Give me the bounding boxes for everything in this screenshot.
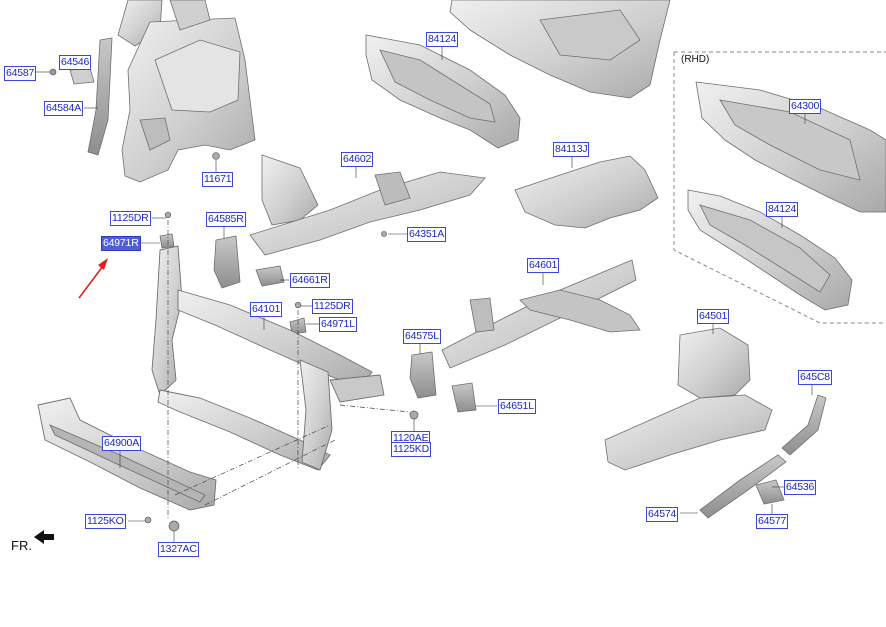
part-label-1125dr-top[interactable]: 1125DR [110,211,151,226]
part-label-64651l[interactable]: 64651L [498,399,536,414]
part-label-64971l[interactable]: 64971L [319,317,357,332]
fender-apron-part [117,0,256,183]
callout-lines [36,46,813,542]
part-label-64351a[interactable]: 64351A [407,227,447,242]
rear-rail-parts [699,394,827,519]
part-label-64501[interactable]: 64501 [697,309,730,324]
leader-lines [167,220,411,520]
part-label-1327ac[interactable]: 1327AC [158,542,199,557]
bracket-parts [159,233,477,413]
part-label-84124[interactable]: 84124 [426,32,459,47]
part-label-84124-rhd[interactable]: 84124 [766,202,799,217]
part-label-64300[interactable]: 64300 [789,99,822,114]
part-label-1125kd[interactable]: 1125KD [391,442,431,457]
part-label-64536[interactable]: 64536 [784,480,817,495]
part-label-84113j[interactable]: 84113J [553,142,590,157]
side-member-part [69,37,113,156]
part-label-64585r[interactable]: 64585R [206,212,246,227]
part-label-1125ko[interactable]: 1125KO [85,514,126,529]
rhd-boundary [673,51,886,324]
part-label-64584a[interactable]: 64584A [44,101,84,116]
part-label-64661r[interactable]: 64661R [290,273,330,288]
part-label-64602[interactable]: 64602 [341,152,374,167]
upper-member-part [249,154,486,256]
part-label-64587[interactable]: 64587 [4,66,37,81]
selection-arrow [78,258,108,299]
part-label-11671[interactable]: 11671 [202,172,234,187]
dash-insulator-part [365,34,521,149]
front-direction-label: FR. [11,538,32,553]
part-label-64575l[interactable]: 64575L [403,329,441,344]
front-direction-icon [34,530,54,544]
rhd-variant-label: (RHD) [681,54,710,65]
part-label-64971r-selected[interactable]: 64971R [101,236,141,251]
cowl-panel-part [449,0,671,99]
part-label-1125dr-mid[interactable]: 1125DR [312,299,353,314]
part-label-64577[interactable]: 64577 [756,514,789,529]
part-label-64601[interactable]: 64601 [527,258,560,273]
part-label-64900a[interactable]: 64900A [102,436,142,451]
bumper-beam-part [37,397,217,511]
pad-part [514,155,659,229]
radiator-support-part [151,245,385,471]
part-label-64101[interactable]: 64101 [250,302,283,317]
part-label-64574[interactable]: 64574 [646,507,679,522]
side-member-right-part [441,259,641,369]
apron-assembly-part [604,327,773,471]
part-label-64546[interactable]: 64546 [59,55,92,70]
part-label-645c8[interactable]: 645C8 [798,370,832,385]
